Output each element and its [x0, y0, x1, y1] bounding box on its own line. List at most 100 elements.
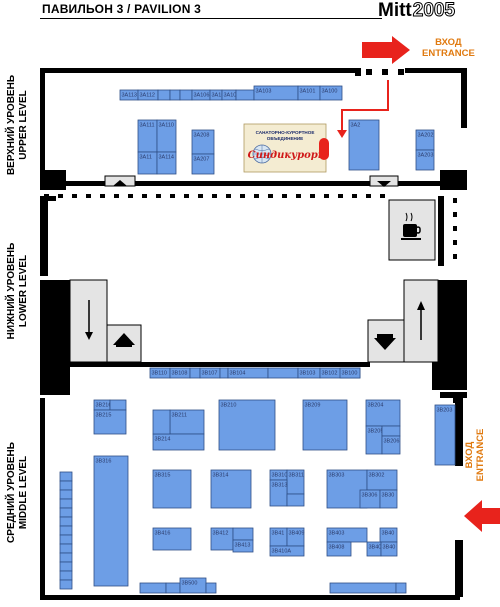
- booth: [152, 527, 192, 551]
- wall-segment: [438, 196, 444, 266]
- booth: [319, 85, 343, 101]
- booth-label: 3B30: [382, 493, 395, 499]
- booth: [59, 498, 73, 509]
- booth: [59, 579, 73, 590]
- booth: [218, 399, 276, 451]
- booth-spacer: [120, 100, 172, 104]
- booth-label: 3A106: [194, 93, 210, 99]
- booth-label: 3B204: [368, 403, 384, 409]
- booth: [59, 561, 73, 572]
- wall-segment: [40, 280, 70, 395]
- booth-label: 3B403: [329, 531, 345, 537]
- booth: [365, 399, 401, 427]
- booth-label: 3B410A: [272, 549, 292, 555]
- wall-segment: [405, 68, 467, 73]
- booth: [59, 480, 73, 491]
- booth-label: 3B205: [368, 429, 384, 435]
- booth: [339, 367, 361, 379]
- booth-label: 3B110: [152, 371, 168, 377]
- level-label-lower: НИЖНИЙ УРОВЕНЬ LOWER LEVEL: [6, 216, 30, 366]
- level-lower-en: LOWER LEVEL: [18, 254, 29, 328]
- booth-label: 3B103: [300, 371, 316, 377]
- booth-label: 3B316: [96, 459, 112, 465]
- exhibitor-logo: САНАТОРНО-КУРОРТНОЕОБЪЕДИНЕНИЕСиндикурор…: [243, 123, 329, 173]
- booth: [189, 367, 201, 379]
- booth-label: 3B314: [213, 473, 229, 479]
- booth: [152, 433, 205, 451]
- door-mark: [398, 69, 404, 75]
- wall-segment: [455, 540, 463, 597]
- logo-year: 2005: [412, 0, 456, 22]
- booth: [267, 367, 299, 379]
- stairs: [69, 175, 439, 363]
- arrow-down-icon: [85, 332, 93, 340]
- wall-segment: [461, 68, 467, 128]
- booth-label: 3B315: [155, 473, 171, 479]
- booth: [59, 525, 73, 536]
- booth-label: 3A104: [224, 93, 240, 99]
- level-label-middle: СРЕДНИЙ УРОВЕНЬ MIDDLE LEVEL: [6, 410, 30, 575]
- entrance-right-label: ВХОД ENTRANCE: [464, 420, 486, 490]
- route-arrow-icon: [337, 130, 347, 138]
- booth: [59, 489, 73, 500]
- booth: [395, 582, 407, 594]
- entrance-right-ru: ВХОД: [464, 441, 475, 469]
- entrance-top-ru: ВХОД: [435, 37, 462, 48]
- coffee-cup-icon: [403, 224, 417, 237]
- booth-label: 3B311: [289, 473, 305, 479]
- booth-label: 3B40: [383, 545, 396, 551]
- booth-label: 3A112: [140, 93, 156, 99]
- arrow-up-icon: [417, 301, 425, 310]
- booth: [205, 582, 217, 594]
- level-label-upper: ВЕРХНИЙ УРОВЕНЬ UPPER LEVEL: [6, 65, 30, 185]
- door-mark: [382, 69, 388, 75]
- wall-segment: [440, 170, 467, 190]
- page-title: ПАВИЛЬОН 3 / PAVILION 3: [42, 2, 201, 16]
- coffee-saucer: [401, 238, 421, 240]
- booth-label: 3B209: [305, 403, 321, 409]
- booth: [219, 367, 229, 379]
- booth: [152, 409, 171, 435]
- booth-label: 3A2: [351, 123, 361, 129]
- booth: [286, 493, 305, 507]
- arrows: [337, 36, 500, 532]
- booth-label: 3A11: [140, 155, 152, 161]
- booth-label: 3A101: [300, 89, 316, 95]
- level-upper-ru: ВЕРХНИЙ УРОВЕНЬ: [6, 74, 17, 176]
- wall-segment: [66, 181, 441, 186]
- booth-label: 3B310: [272, 473, 288, 479]
- stair-arrow-down-icon: [377, 181, 391, 187]
- booth-label: 3A111: [140, 123, 155, 129]
- booth: [59, 516, 73, 527]
- wall-segment: [40, 68, 45, 190]
- booth-label: 3A103: [256, 89, 272, 95]
- arrow-up-big-base: [116, 343, 132, 347]
- entrance-right-en: ENTRANCE: [475, 428, 486, 482]
- booth: [232, 527, 254, 541]
- booth-label: 3B215: [96, 413, 112, 419]
- coffee-steam: [405, 212, 413, 222]
- exhibitor-line2: ОБЪЕДИНЕНИЕ: [267, 136, 303, 141]
- booth-label: 3B210: [221, 403, 237, 409]
- entrance-right-arrow-icon: [464, 500, 500, 532]
- booth: [269, 545, 305, 557]
- booth-label: 3B306: [362, 493, 378, 499]
- booth-label: 3A114: [159, 155, 175, 161]
- booth: [235, 89, 255, 101]
- booth-label: 3B302: [369, 473, 385, 479]
- booth: [169, 89, 181, 101]
- booth-label: 3B412: [213, 531, 229, 537]
- booth-label: 3A203: [418, 153, 434, 159]
- booth: [59, 471, 73, 482]
- booth-label: 3B303: [329, 473, 345, 479]
- walls: [40, 68, 467, 600]
- level-middle-en: MIDDLE LEVEL: [18, 455, 29, 530]
- wall-segment: [355, 68, 361, 76]
- booth: [210, 469, 252, 509]
- arrow-up-big-icon: [113, 333, 135, 345]
- exhibitor-marker: [319, 138, 329, 160]
- booth: [109, 399, 127, 411]
- booth: [165, 582, 181, 594]
